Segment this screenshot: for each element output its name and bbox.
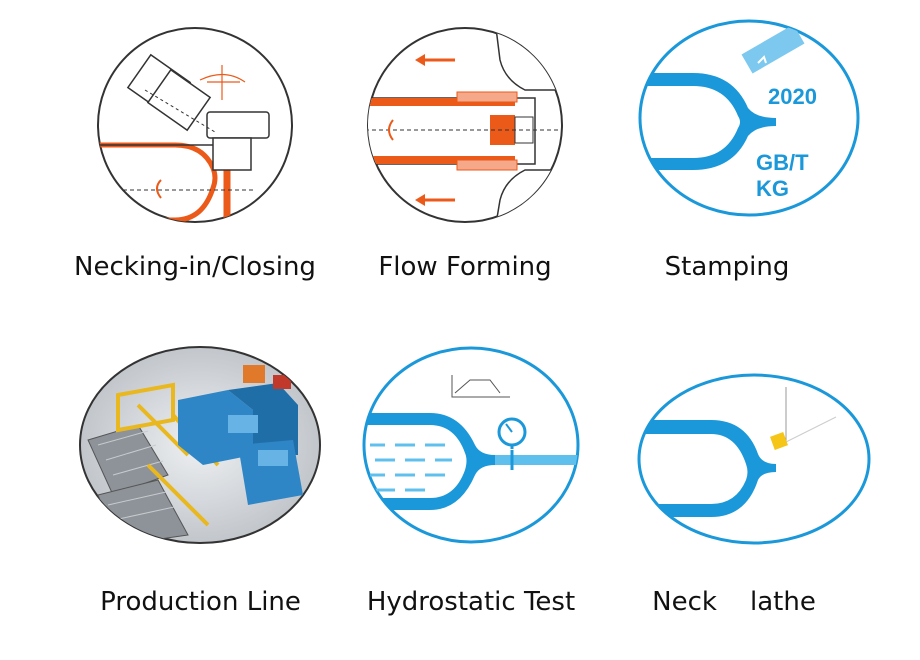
process-necking-closing: Necking-in/Closing (74, 20, 316, 290)
stamp-standard: GB/T (756, 150, 809, 175)
neck-lathe-illustration (637, 373, 871, 545)
necking-closing-illustration (97, 27, 293, 223)
stamp-year: 2020 (768, 84, 817, 109)
necking-closing-label: Necking-in/Closing (74, 252, 316, 282)
flow-forming-label: Flow Forming (378, 252, 552, 282)
stamping-illustration: 2020 GB/T KG (638, 19, 860, 217)
process-neck-lathe: Neck lathe (636, 372, 876, 625)
stamp-mark: KG (756, 176, 789, 201)
stamping-label: Stamping (664, 252, 790, 282)
hydrostatic-test-label: Hydrostatic Test (366, 587, 576, 617)
process-hydrostatic-test: Hydrostatic Test (360, 345, 582, 625)
process-flow-forming: Flow Forming (365, 20, 565, 290)
process-stamping: 2020 GB/T KG Stamping (638, 18, 860, 290)
neck-lathe-label: Neck lathe (652, 587, 816, 617)
production-line-illustration (79, 346, 321, 544)
production-line-label: Production Line (100, 587, 301, 617)
flow-forming-illustration (367, 27, 563, 223)
hydrostatic-test-illustration (362, 346, 580, 544)
process-production-line: Production Line (78, 345, 323, 625)
